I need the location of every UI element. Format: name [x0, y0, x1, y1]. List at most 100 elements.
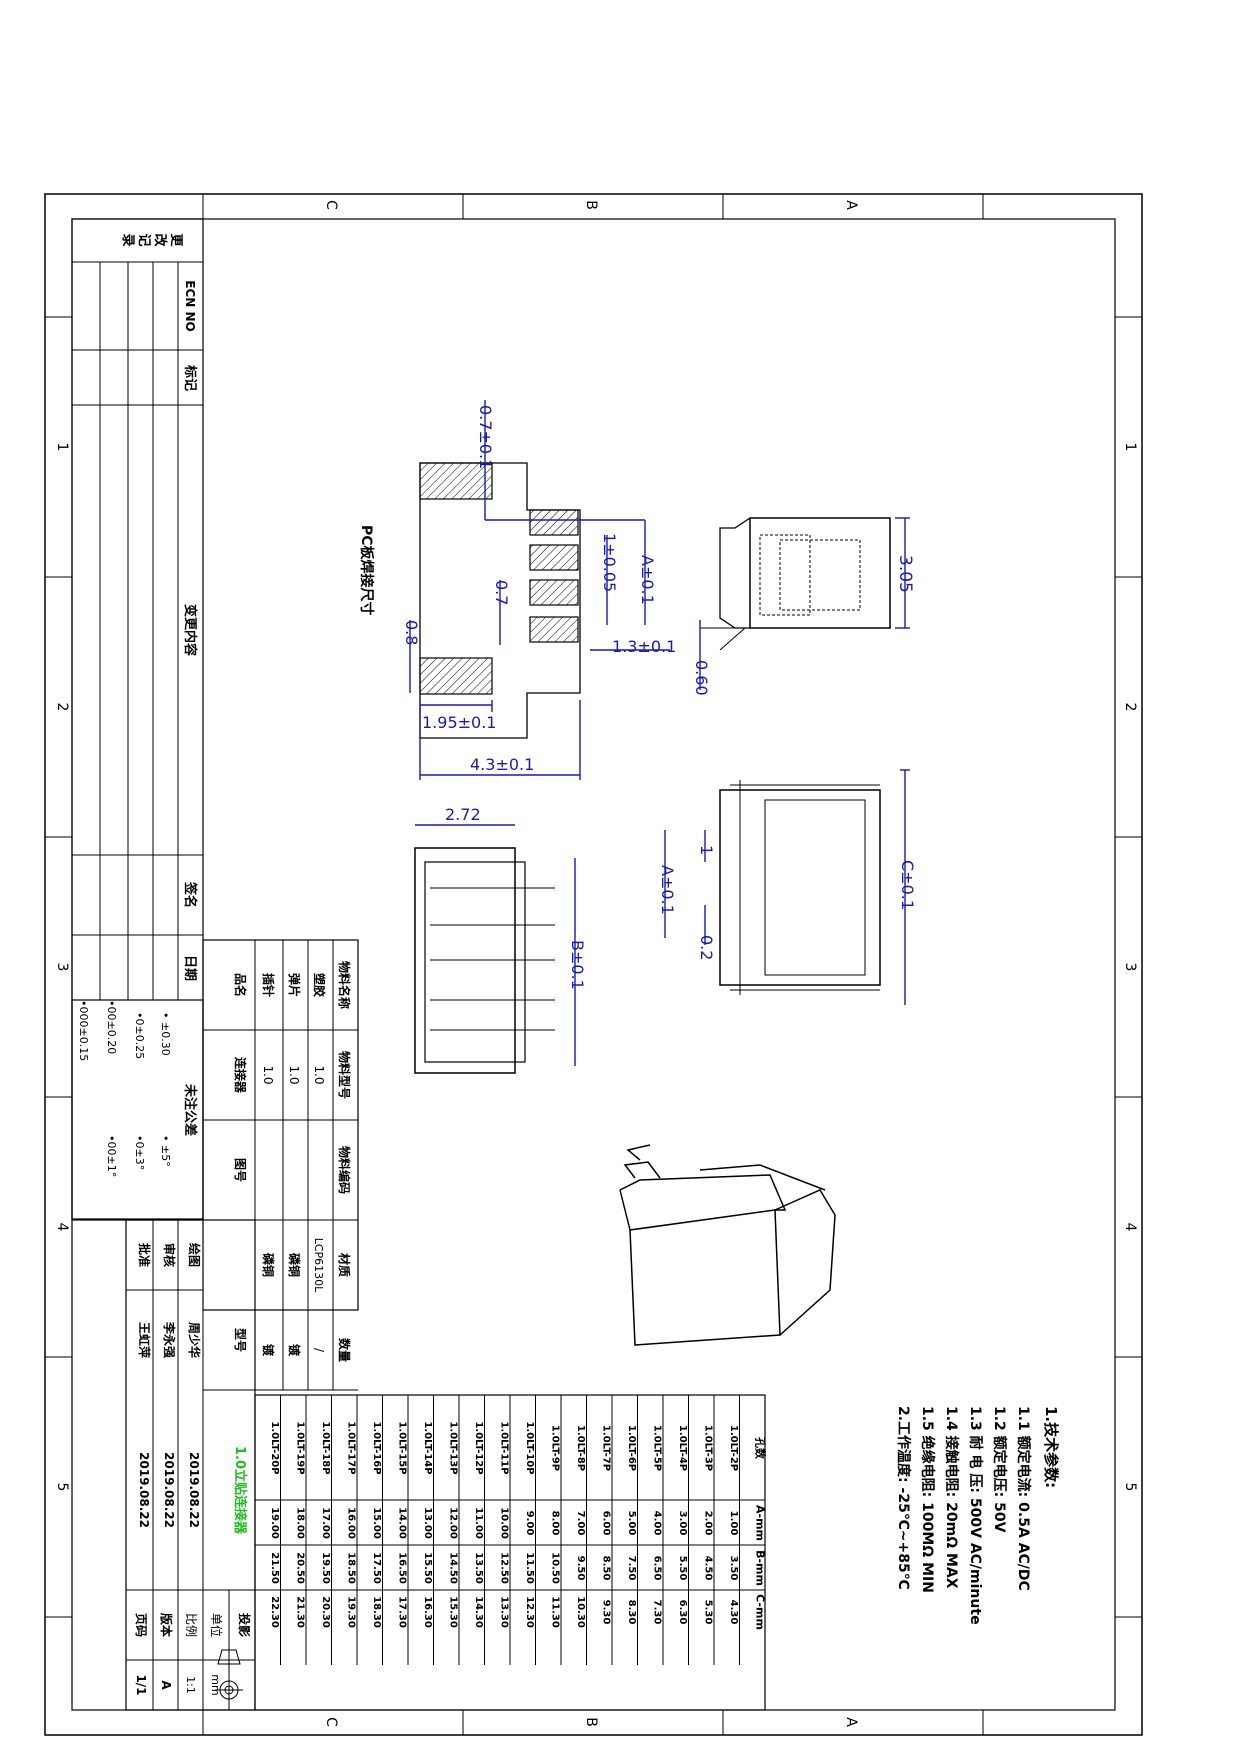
change-record-header-2: 改: [152, 233, 168, 247]
spec-cell: 1.0LT-7P: [600, 1425, 611, 1471]
spec-cell: 20.50: [294, 1552, 305, 1584]
material-r3-material: 磷铜: [261, 1253, 276, 1277]
spec-cell: 13.50: [473, 1552, 484, 1584]
unit-value: mm: [209, 1674, 222, 1695]
drawn-label: 绘图: [187, 1243, 202, 1267]
side-view: 3.05 0.60: [692, 517, 915, 696]
material-header-code: 物料编码: [337, 1146, 352, 1194]
spec-cell: 17.50: [371, 1552, 382, 1584]
drawn-date: 2019.08.22: [187, 1452, 201, 1528]
drawing-no-label: 图号: [233, 1158, 248, 1182]
material-table: 物料名称 物料型号 物料编码 材质 数量 塑胶 1.0 LCP6130L / 弹…: [202, 939, 359, 1391]
zone-dividers: [45, 194, 1142, 1735]
pcb-footprint-view: PC板焊接尺寸 0.7±0.1 1±0.05 A±0.1 0.7 0.8 1.3…: [358, 400, 676, 780]
tolerance-title: 未注公差: [182, 1083, 198, 1136]
spec-cell: 1.0LT-11P: [498, 1421, 509, 1474]
spec-cell: 6.50: [651, 1556, 662, 1581]
dim-4-3: 4.3±0.1: [470, 755, 534, 774]
zone-letter-c-top: C: [323, 200, 339, 210]
spec-cell: 8.30: [626, 1600, 637, 1625]
spec-cell: 1.0LT-8P: [575, 1425, 586, 1471]
dim-0-8: 0.8: [402, 620, 421, 645]
material-r1-model: 1.0: [312, 1065, 326, 1084]
dim-1-3: 1.3±0.1: [612, 637, 676, 656]
col-ecn-no: ECN NO: [183, 280, 197, 331]
zone-labels: C B A C B A 1 2 3 4 5 1 2 3 4 5: [54, 200, 1138, 1727]
zone-number-3-right: 3: [1122, 963, 1138, 972]
approved-date: 2019.08.22: [137, 1452, 151, 1528]
zone-letter-a-top: A: [843, 200, 859, 210]
top-view: 2.72 B±0.1: [414, 805, 587, 1074]
spec-cell: 6.00: [600, 1511, 611, 1536]
pcb-footprint-title: PC板焊接尺寸: [358, 525, 375, 616]
spec-cell: 1.0LT-5P: [651, 1425, 662, 1471]
change-record-table: 更 改 记 录 ECN NO 标记 变更内容 签名 日期: [71, 218, 204, 1220]
scale-label: 比例: [184, 1613, 198, 1637]
tolerance-block: 未注公差 • ±0.30 • ±5° •0±0.25 •0±3° •00±0.2…: [71, 999, 204, 1221]
product-value: 连接器: [233, 1057, 248, 1094]
spec-cell: 18.50: [345, 1552, 356, 1584]
product-label: 品名: [233, 973, 248, 997]
tolerance-r4c1: •000±0.15: [77, 1000, 90, 1061]
isometric-view: [619, 1144, 836, 1346]
spec-cell: 17.00: [320, 1507, 331, 1539]
spec-cell: 1.0LT-16P: [371, 1421, 382, 1474]
spec-cell: 1.0LT-2P: [728, 1425, 739, 1471]
material-r1-name: 塑胶: [312, 973, 327, 997]
spec-cell: 14.00: [396, 1507, 407, 1539]
dim-0-7-tol: 0.7±0.1: [476, 405, 495, 469]
dim-c: C±0.1: [898, 860, 917, 910]
material-r2-material: 磷铜: [287, 1253, 302, 1277]
zone-number-1-left: 1: [54, 443, 70, 452]
spec-cell: 17.30: [396, 1596, 407, 1628]
page-label: 页码: [134, 1613, 148, 1637]
col-change-content: 变更内容: [182, 604, 198, 656]
dim-0-2: 0.2: [697, 935, 716, 960]
tech-param-6: 2.工作温度: -25℃~+85℃: [895, 1406, 912, 1590]
spec-cell: 15.30: [447, 1596, 458, 1628]
tolerance-r3c2: •00±1°: [105, 1135, 118, 1177]
material-header-material: 材质: [337, 1252, 352, 1277]
change-record-header-4: 录: [120, 233, 135, 246]
zone-number-5-right: 5: [1122, 1483, 1138, 1492]
spec-header-cell: C-mm: [753, 1594, 766, 1630]
spec-cell: 19.30: [345, 1596, 356, 1628]
version-label: 版本: [159, 1613, 174, 1637]
model-label: 型号: [233, 1328, 248, 1352]
spec-cell: 1.0LT-12P: [473, 1421, 484, 1474]
material-r3-qty: 镀: [261, 1344, 276, 1357]
zone-letter-a-bottom: A: [843, 1717, 859, 1727]
dim-b: B±0.1: [568, 940, 587, 990]
spec-cell: 1.0LT-3P: [702, 1425, 713, 1471]
projection-label: 投影: [237, 1613, 252, 1637]
approved-label: 批准: [137, 1243, 152, 1267]
spec-cell: 1.0LT-10P: [524, 1421, 535, 1474]
material-r3-name: 插针: [261, 973, 276, 997]
material-header-qty: 数量: [337, 1338, 352, 1362]
spec-cell: 1.0LT-17P: [345, 1421, 356, 1474]
spec-cell: 7.50: [626, 1556, 637, 1581]
spec-cell: 21.30: [294, 1596, 305, 1628]
zone-number-1-right: 1: [1122, 443, 1138, 452]
spec-cell: 1.0LT-4P: [677, 1425, 688, 1471]
spec-header-cell: B-mm: [753, 1550, 766, 1586]
spec-cell: 15.00: [371, 1507, 382, 1539]
spec-cell: 5.30: [702, 1600, 713, 1625]
spec-cell: 5.00: [626, 1511, 637, 1536]
approved-name: 王虹萍: [137, 1322, 152, 1358]
spec-cell: 10.30: [575, 1596, 586, 1628]
change-record-header-3: 记: [136, 233, 151, 246]
spec-cell: 1.0LT-13P: [447, 1421, 458, 1474]
spec-cell: 22.30: [269, 1596, 280, 1628]
zone-letter-c-bottom: C: [323, 1717, 339, 1727]
spec-cell: 12.00: [447, 1507, 458, 1539]
spec-cell: 19.00: [269, 1507, 280, 1539]
change-record-header-1: 更: [168, 233, 183, 247]
material-header-model: 物料型号: [337, 1051, 352, 1099]
zone-letter-b-top: B: [583, 200, 599, 210]
dim-2-72: 2.72: [445, 805, 481, 824]
spec-cell: 20.30: [320, 1596, 331, 1628]
spec-cell: 10.00: [498, 1507, 509, 1539]
front-view: C±0.1 1 A±0.1 0.2: [658, 769, 917, 1005]
spec-cell: 1.0LT-15P: [396, 1421, 407, 1474]
